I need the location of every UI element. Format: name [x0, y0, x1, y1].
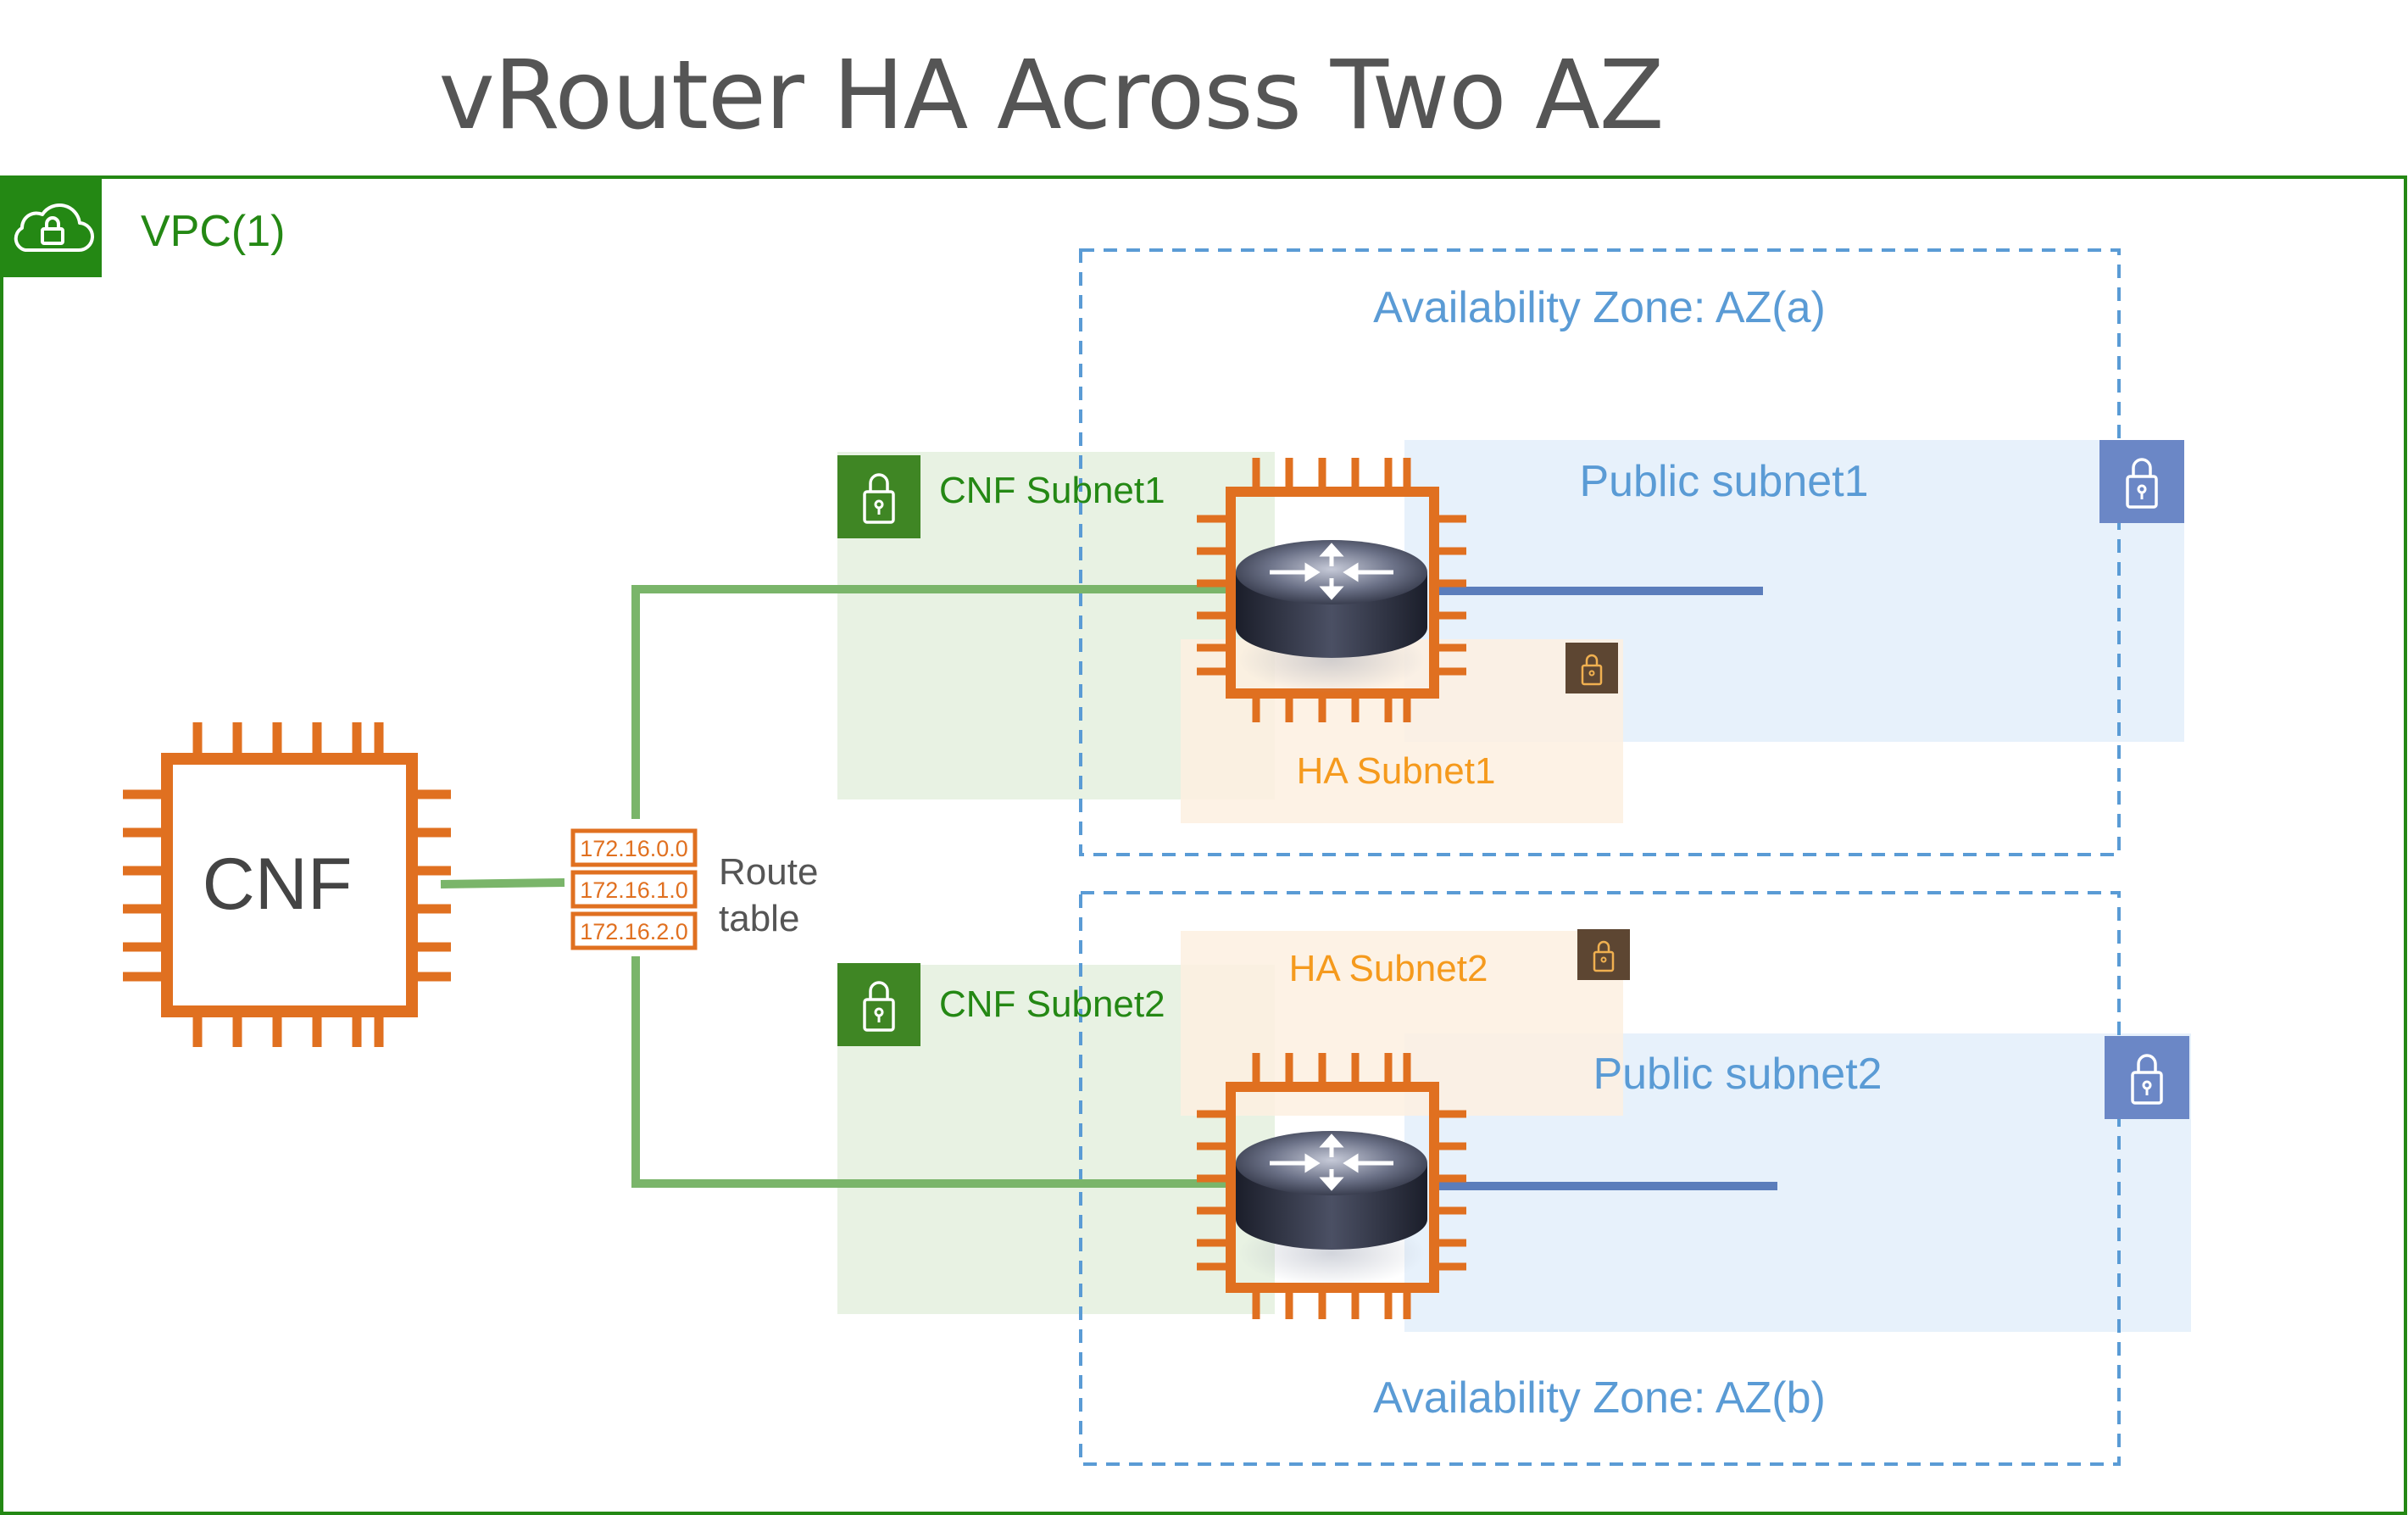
ec2-chip-icon	[1197, 458, 1466, 722]
public-subnet1-label: Public subnet1	[1579, 457, 1868, 506]
public-subnet2-padlock-icon	[2105, 1036, 2189, 1119]
ec2-chip-icon	[1197, 1053, 1466, 1319]
route-table-label-line2: table	[719, 898, 799, 939]
route-entry: 172.16.1.0	[580, 877, 688, 903]
route-entry: 172.16.2.0	[580, 919, 688, 944]
cloud-lock-icon	[14, 203, 94, 253]
cnf-subnet1-label: CNF Subnet1	[939, 470, 1165, 511]
diagram-title: vRouter HA Across Two AZ	[438, 41, 1664, 151]
vpc-container	[0, 175, 2407, 1515]
cnf-label: CNF	[203, 844, 353, 925]
router-icon	[1236, 540, 1427, 693]
cnf-subnet1-padlock-icon	[837, 455, 920, 538]
ec2-chip-icon	[123, 722, 451, 1047]
ha-subnet2-label: HA Subnet2	[1289, 948, 1488, 989]
route-table-icon	[570, 828, 698, 950]
vrouter-2	[1197, 1053, 1466, 1319]
cnf-subnet2-label: CNF Subnet2	[939, 983, 1165, 1025]
ha-subnet2-padlock-icon	[1577, 929, 1630, 980]
route-table-label-line1: Route	[719, 851, 818, 893]
az-a-boundary	[1079, 248, 2121, 856]
router-icon	[1236, 1131, 1427, 1287]
az-b-boundary	[1079, 891, 2121, 1466]
az-b-label: Availability Zone: AZ(b)	[1373, 1373, 1826, 1423]
vrouter-1	[1197, 458, 1466, 722]
az-a-label: Availability Zone: AZ(a)	[1373, 283, 1826, 332]
public-subnet1-padlock-icon	[2099, 440, 2184, 523]
ha-subnet1-label: HA Subnet1	[1297, 750, 1496, 792]
ha-subnet1-padlock-icon	[1565, 643, 1618, 693]
cnf-to-router-links	[440, 585, 1227, 1188]
vpc-label: VPC(1)	[141, 207, 285, 256]
cnf-subnet2-padlock-icon	[837, 963, 920, 1046]
public-subnet2-label: Public subnet2	[1593, 1050, 1882, 1099]
route-entry: 172.16.0.0	[580, 836, 688, 861]
